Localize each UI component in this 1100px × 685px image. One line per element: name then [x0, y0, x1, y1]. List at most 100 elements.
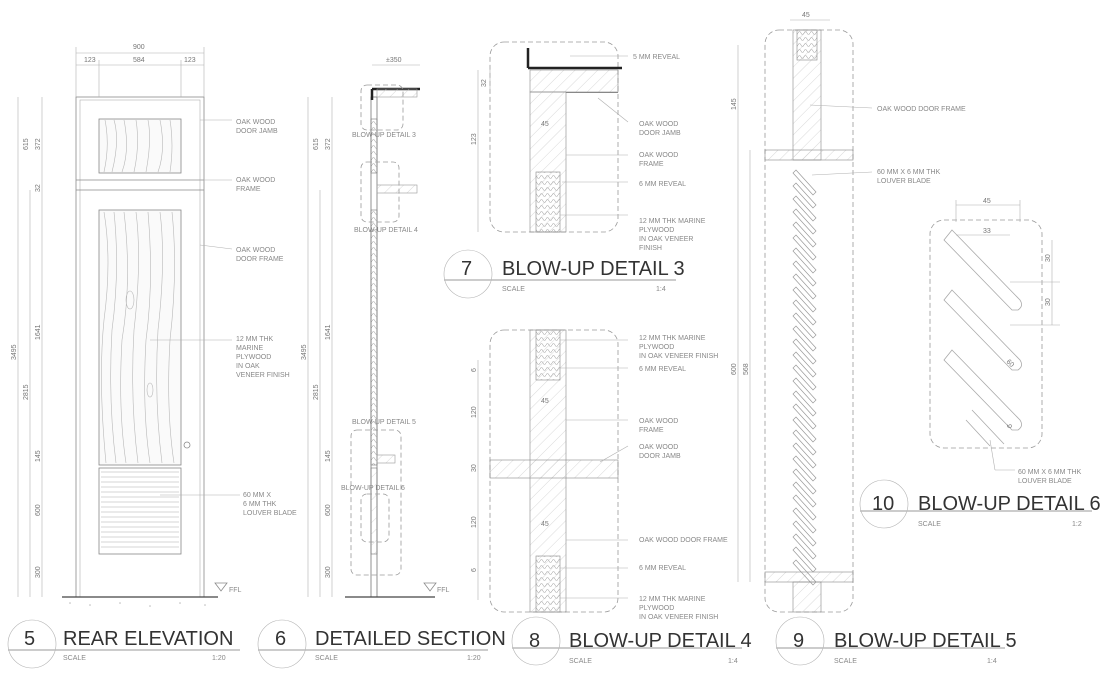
d4-note-reveal-bot: 6 MM REVEAL [639, 565, 686, 572]
d3-note-ply-3: IN OAK VENEER [639, 236, 693, 243]
louver-blade-section [792, 403, 817, 430]
top-veneer-panel [98, 118, 182, 174]
ffl-label-elevation: FFL [229, 587, 242, 594]
sec-dim-145: 145 [325, 450, 332, 462]
blow-up-detail-3-drawing: 5 MM REVEAL OAK WOOD DOOR JAMB OAK WOOD … [471, 41, 706, 252]
note-plywood-4: IN OAK [236, 363, 260, 370]
dim-900: 900 [133, 44, 145, 51]
louver-blade-section [792, 468, 817, 495]
d4-note-jamb-2: DOOR JAMB [639, 453, 681, 460]
title-number: 8 [529, 630, 540, 652]
d6-dim-60: 60 [1005, 358, 1016, 369]
callout-detail-3 [360, 84, 404, 131]
d4-note-frame-1: OAK WOOD [639, 418, 678, 425]
louver-blade-section [792, 234, 817, 261]
dim-372: 372 [35, 138, 42, 150]
callout-detail-4 [360, 161, 400, 223]
dim-123-right: 123 [184, 57, 196, 64]
dim-32: 32 [35, 184, 42, 192]
blow-up-detail-6-drawing: 45 33 30 30 60 6 60 MM X 6 MM THK LOUVER… [929, 198, 1082, 485]
note-door-jamb-1: OAK WOOD [236, 119, 275, 126]
d4-dim-45-bot: 45 [541, 521, 549, 528]
d3-dim-123: 123 [471, 133, 478, 145]
title-block-7: 7 BLOW-UP DETAIL 3 SCALE 1:4 [443, 249, 685, 299]
title-number: 9 [793, 630, 804, 652]
louver-blade-section [792, 455, 817, 482]
callout-label-4: BLOW-UP DETAIL 4 [354, 227, 418, 234]
d3-note-reveal6: 6 MM REVEAL [639, 181, 686, 188]
louver-blade-section [792, 507, 817, 534]
louver-blade-section [792, 312, 817, 339]
title-block-9: 9 BLOW-UP DETAIL 5 SCALE 1:4 [775, 616, 1017, 666]
sec-dim-372: 372 [325, 138, 332, 150]
scale-label: SCALE [63, 655, 86, 662]
note-louver-2: 6 MM THK [243, 501, 277, 508]
dim-1641: 1641 [35, 324, 42, 340]
note-frame-2: FRAME [236, 186, 261, 193]
scale-label: SCALE [315, 655, 338, 662]
d4-note-ply-bot-3: IN OAK VENEER FINISH [639, 614, 718, 621]
title-block-6: 6 DETAILED SECTION SCALE 1:20 [257, 619, 506, 669]
dim-600: 600 [35, 504, 42, 516]
louver-blade-section [792, 533, 817, 560]
d6-dim-45: 45 [983, 198, 991, 205]
d5-note-louver-2: LOUVER BLADE [877, 178, 931, 185]
note-door-jamb-2: DOOR JAMB [236, 128, 278, 135]
note-plywood-5: VENEER FINISH [236, 372, 290, 379]
louver-blade-section [792, 299, 817, 326]
louver-panel [98, 467, 182, 555]
note-louver-1: 60 MM X [243, 492, 271, 499]
d4-dim-120-top: 120 [471, 406, 478, 418]
louver-blade-section [792, 377, 817, 404]
scale-label: SCALE [502, 286, 525, 293]
d3-note-ply-4: FINISH [639, 245, 662, 252]
louver-blade-section [792, 390, 817, 417]
louver-blade-section [792, 442, 817, 469]
d4-dim-6-bot: 6 [471, 568, 478, 572]
title-block-5: 5 REAR ELEVATION SCALE 1:20 [7, 619, 240, 669]
d4-note-ply-top-2: PLYWOOD [639, 344, 674, 351]
d4-note-frame-2: FRAME [639, 427, 664, 434]
note-louver-3: LOUVER BLADE [243, 510, 297, 517]
ffl-label-section: FFL [437, 587, 450, 594]
callout-detail-6 [360, 493, 390, 543]
d6-note-louver-2: LOUVER BLADE [1018, 478, 1072, 485]
dim-350: ±350 [386, 57, 402, 64]
d4-dim-6-top: 6 [471, 368, 478, 372]
scale-label: SCALE [569, 658, 592, 665]
d3-note-ply-1: 12 MM THK MARINE [639, 218, 706, 225]
title-number: 5 [24, 628, 35, 650]
d5-dim-600: 600 [731, 363, 738, 375]
blow-up-detail-5-drawing: 45 145 600 568 OAK WOOD DOOR FRAME 60 MM… [731, 12, 966, 613]
louver-blade-section [792, 273, 817, 300]
d3-note-jamb-2: DOOR JAMB [639, 130, 681, 137]
louver-blade-section [792, 221, 817, 248]
drawing-title: BLOW-UP DETAIL 4 [569, 630, 752, 652]
sec-dim-3495: 3495 [301, 344, 308, 360]
d4-note-ply-bot-1: 12 MM THK MARINE [639, 596, 706, 603]
note-plywood-2: MARINE [236, 345, 264, 352]
d5-dim-568: 568 [743, 363, 750, 375]
dim-300: 300 [35, 566, 42, 578]
louver-blade-section [792, 338, 817, 365]
title-block-8: 8 BLOW-UP DETAIL 4 SCALE 1:4 [511, 616, 752, 666]
callout-label-3: BLOW-UP DETAIL 3 [352, 132, 416, 139]
louver-blade-section [792, 559, 817, 586]
drawing-title: REAR ELEVATION [63, 628, 233, 650]
d6-dim-30-a: 30 [1045, 254, 1052, 262]
d6-dim-33: 33 [983, 228, 991, 235]
louver-blade-section [792, 546, 817, 573]
d5-dim-145: 145 [731, 98, 738, 110]
d4-dim-120-bot: 120 [471, 516, 478, 528]
note-door-frame-1: OAK WOOD [236, 247, 275, 254]
note-plywood-1: 12 MM THK [236, 336, 274, 343]
sec-dim-2815: 2815 [313, 384, 320, 400]
louver-blade-section [792, 325, 817, 352]
d3-note-reveal: 5 MM REVEAL [633, 54, 680, 61]
d3-note-jamb-1: OAK WOOD [639, 121, 678, 128]
d4-note-ply-bot-2: PLYWOOD [639, 605, 674, 612]
d4-note-ply-top-3: IN OAK VENEER FINISH [639, 353, 718, 360]
louver-blade-section [792, 182, 817, 209]
louver-blade-section [792, 429, 817, 456]
title-number: 6 [275, 628, 286, 650]
